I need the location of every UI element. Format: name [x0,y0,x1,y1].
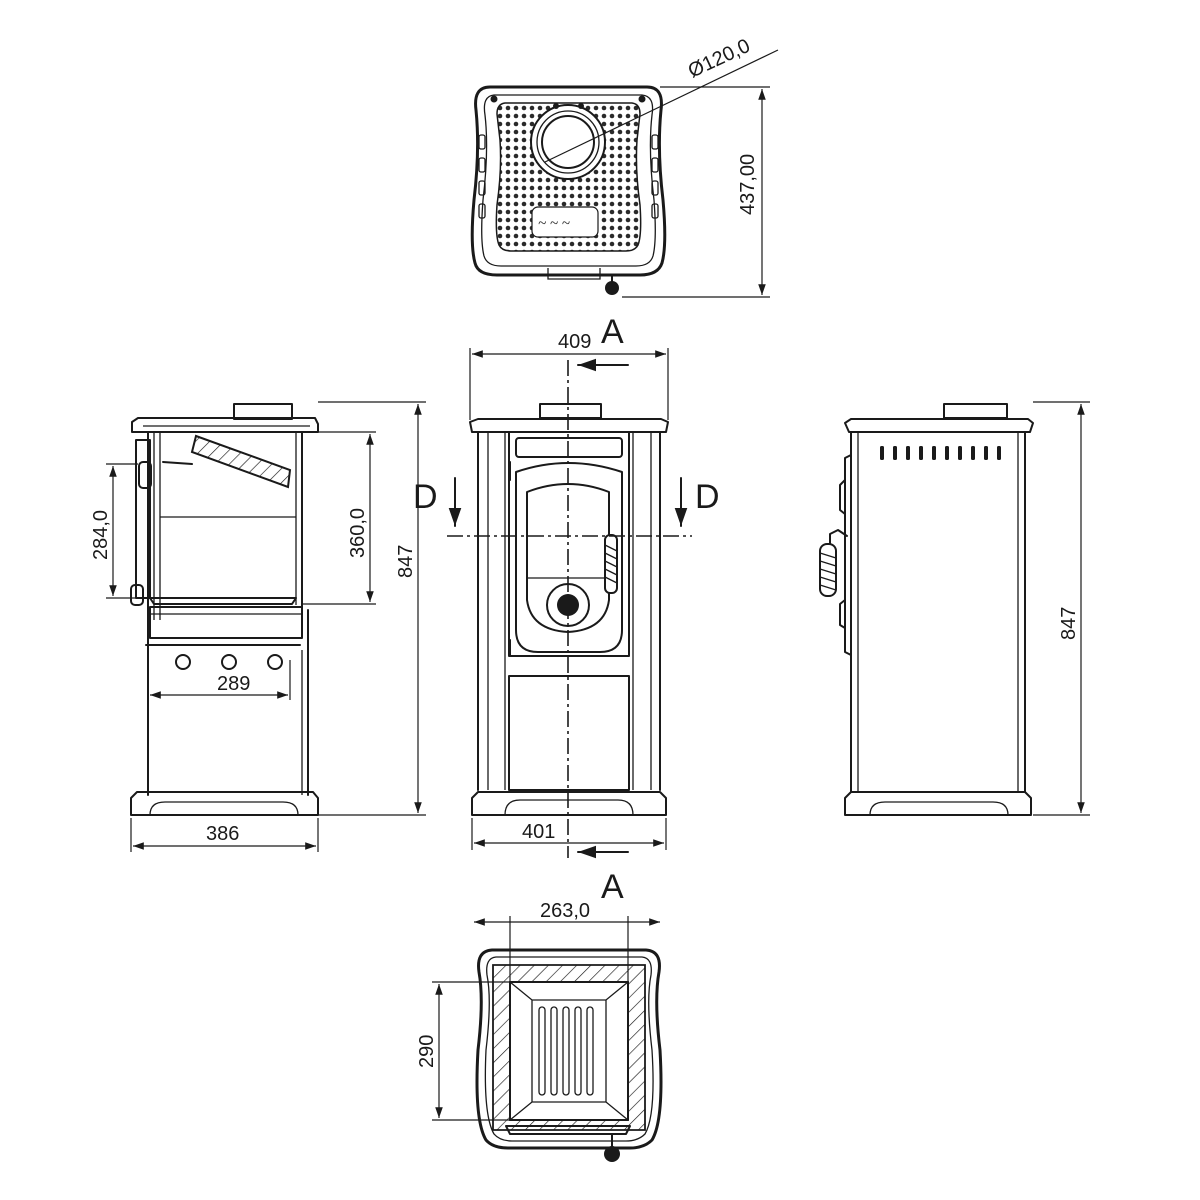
front-door-glass [526,483,610,633]
side-ashpan [149,606,303,639]
top-view-handle-knob [605,281,619,295]
plan-outer-outline [475,948,663,1150]
top-depth-label: 437,00 [737,154,759,215]
side-feet-balls [175,654,283,670]
front-view [447,348,692,859]
flue-collar-mid [536,110,600,174]
front-top-plate [469,418,669,433]
section-letter-right: D [695,478,720,516]
plan-depth-label: 290 [416,1035,438,1068]
side-base-width-label: 386 [206,823,239,845]
plan-door [505,1125,631,1135]
top-view-outline [470,85,667,277]
diameter-label: Ø120,0 [685,35,754,83]
plan-width-label: 263,0 [540,900,590,922]
top-view-logo-plate [531,206,599,238]
right-door-edge [844,454,852,656]
plan-section-view [432,916,663,1162]
top-view-side-slots [478,134,659,219]
side-door-height-label: 284,0 [90,510,112,560]
plan-handle-knob [604,1146,620,1162]
front-width-top-label: 409 [558,331,591,353]
front-door-handle [604,534,618,594]
side-base [130,791,319,816]
side-door-handle [130,461,152,606]
section-letter-top: A [601,313,624,351]
front-width-base-label: 401 [522,821,555,843]
section-letter-left: D [413,478,438,516]
front-top-vent [515,437,623,458]
section-letter-bottom: A [601,868,624,906]
side-total-height-label: 847 [395,545,417,578]
top-view: ~ ~ ~ [470,49,779,298]
front-flue-collar [539,403,602,419]
front-base [471,791,667,816]
side-inner-width-label: 289 [217,673,250,695]
top-view-bolts [490,95,646,109]
right-flue-collar [943,403,1008,419]
right-body [850,431,1026,793]
right-base [844,791,1032,816]
plan-grate-bars [538,1006,594,1096]
right-door-handle [819,529,848,597]
side-section-view [106,401,426,852]
front-door-frame [508,431,630,657]
flue-collar-inner [541,115,595,169]
front-door-outer-arch [515,462,623,653]
side-firebox-height-label: 360,0 [347,508,369,558]
side-grate [149,597,297,605]
front-lower-panel [508,675,630,791]
top-view-hinge-bar [547,268,601,280]
side-baffle [190,434,292,489]
right-top-plate [844,418,1034,433]
right-side-view [819,401,1090,816]
side-top-plate [131,417,319,433]
top-view-inner-outline [481,94,656,267]
plan-firebox [509,981,629,1121]
right-total-height-label: 847 [1058,607,1080,640]
side-flue-collar [233,403,293,420]
right-vent-slots [880,446,1001,460]
top-view-logo-mark: ~ ~ ~ [538,216,570,232]
diameter-leader [544,49,779,163]
